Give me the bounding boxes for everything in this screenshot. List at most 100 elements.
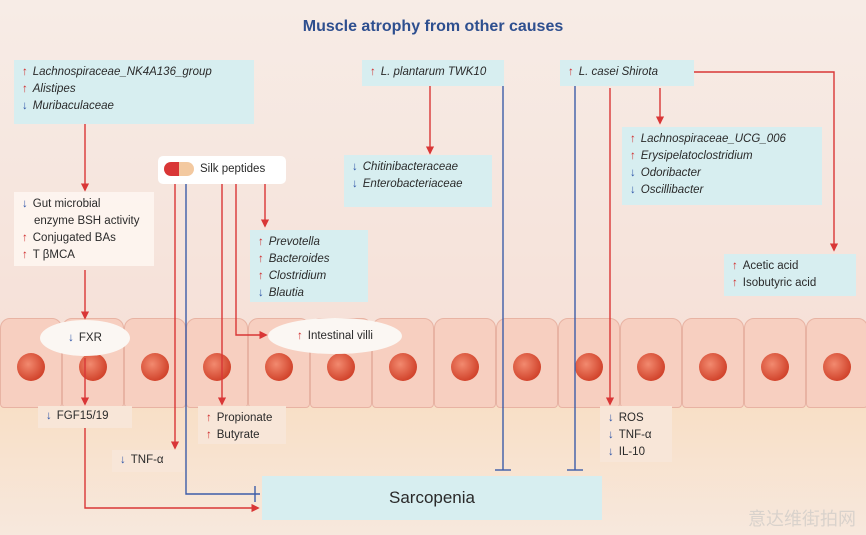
- down-arrow-icon: ↓: [258, 287, 264, 299]
- epithelial-cell: [682, 318, 744, 408]
- list-item: enzyme BSH activity: [22, 213, 146, 230]
- box-lachno2: ↑ Lachnospiraceae_UCG_006 ↑Erysipelatoclos…: [622, 127, 822, 205]
- silk-label: Silk peptides: [200, 163, 266, 175]
- cell-nucleus: [265, 353, 293, 381]
- list-item: ↓ Odoribacter: [630, 165, 814, 182]
- box-ros: ↓ROS↓TNF-α↓IL-10: [600, 406, 672, 462]
- item-label: Gut microbial: [32, 198, 101, 210]
- arrow-silk-villi: [235, 182, 268, 340]
- diagram-title: Muscle atrophy from other causes: [302, 18, 564, 35]
- oval-fxr: ↓FXR: [40, 320, 130, 356]
- down-arrow-icon: ↓: [352, 178, 358, 190]
- up-arrow-icon: ↑: [630, 133, 636, 145]
- item-label: enzyme BSH activity: [34, 215, 140, 227]
- cell-nucleus: [761, 353, 789, 381]
- down-arrow-icon: ↓: [630, 167, 636, 179]
- cell-nucleus: [513, 353, 541, 381]
- sarcopenia-box: Sarcopenia: [262, 476, 602, 520]
- epithelial-cell: [434, 318, 496, 408]
- list-item: ↑ Isobutyric acid: [732, 275, 848, 292]
- item-label: TNF-α: [618, 429, 652, 441]
- epithelial-cell: [620, 318, 682, 408]
- list-item: ↓ Gut microbial: [22, 196, 146, 213]
- item-label: Bacteroides: [268, 253, 330, 265]
- box-gut-taxa: ↑ Lachnospiraceae_NK4A136_group ↑ Alistipes…: [14, 60, 254, 124]
- down-arrow-icon: ↓: [22, 100, 28, 112]
- up-arrow-icon: ↑: [258, 236, 264, 248]
- box-prevotella: ↑Prevotella↑Bacteroides↑Clostridium↓Blau…: [250, 230, 368, 302]
- item-label: Enterobacteriaceae: [362, 178, 463, 190]
- cell-nucleus: [141, 353, 169, 381]
- fgf-label: FGF15/19: [56, 410, 109, 422]
- list-item: ↑ Lachnospiraceae_UCG_006: [630, 131, 814, 148]
- up-arrow-icon: ↑: [630, 150, 636, 162]
- box-fgf: ↓ FGF15/19: [38, 406, 132, 428]
- list-item: ↓ Oscillibacter: [630, 182, 814, 199]
- up-arrow-icon: ↑: [206, 429, 212, 441]
- box-scfa: ↑Propionate↑Butyrate: [198, 406, 286, 444]
- inhibit-silk-sarc: [185, 182, 260, 495]
- down-arrow-icon: ↓: [630, 184, 636, 196]
- up-arrow-icon: ↑: [206, 412, 212, 424]
- capsule-icon: [164, 162, 194, 176]
- list-item: ↑Conjugated BAs: [22, 230, 146, 247]
- up-arrow-icon: ↑: [732, 277, 738, 289]
- box-plantarum: ↑L. plantarum TWK10: [362, 60, 504, 86]
- up-arrow-icon: ↑: [732, 260, 738, 272]
- oval-villi: ↑Intestinal villi: [268, 318, 402, 354]
- watermark: 意达维街拍网: [748, 509, 856, 529]
- cell-nucleus: [575, 353, 603, 381]
- item-label: T βMCA: [32, 249, 75, 261]
- arrow-fgf-sarc: [84, 428, 260, 513]
- tnf-label: TNF-α: [130, 454, 164, 466]
- down-arrow-icon: ↓: [608, 446, 614, 458]
- up-arrow-icon: ↑: [568, 66, 574, 78]
- list-item: ↑ Alistipes: [22, 81, 246, 98]
- down-arrow-icon: ↓: [608, 412, 614, 424]
- item-label: Conjugated BAs: [32, 232, 116, 244]
- box-tnf: ↓ TNF-α: [112, 450, 184, 472]
- list-item: ↑ Clostridium: [258, 268, 360, 285]
- arrow-casei-acids: [694, 71, 839, 252]
- cell-nucleus: [637, 353, 665, 381]
- down-arrow-icon: ↓: [120, 454, 126, 466]
- box-silk: Silk peptides: [158, 156, 286, 184]
- list-item: ↑Propionate: [206, 410, 278, 427]
- cell-nucleus: [823, 353, 851, 381]
- list-item: ↓IL-10: [608, 444, 664, 461]
- item-label: Lachnospiraceae_NK4A136_group: [32, 66, 212, 78]
- casei-label: L. casei Shirota: [578, 66, 659, 78]
- list-item: ↑ T βMCA: [22, 247, 146, 264]
- item-label: Lachnospiraceae_UCG_006: [640, 133, 786, 145]
- item-label: Odoribacter: [640, 167, 701, 179]
- epithelial-cell: [744, 318, 806, 408]
- item-label: Acetic acid: [742, 260, 799, 272]
- up-arrow-icon: ↑: [22, 249, 28, 261]
- item-label: Isobutyric acid: [742, 277, 817, 289]
- list-item: ↓TNF-α: [608, 427, 664, 444]
- list-item: ↑Erysipelatoclostridium: [630, 148, 814, 165]
- item-label: Butyrate: [216, 429, 260, 441]
- box-casei: ↑ L. casei Shirota: [560, 60, 694, 86]
- list-item: ↑ Butyrate: [206, 427, 278, 444]
- down-arrow-icon: ↓: [46, 410, 52, 422]
- list-item: ↓Blautia: [258, 285, 360, 302]
- list-item: ↓ROS: [608, 410, 664, 427]
- up-arrow-icon: ↑: [258, 270, 264, 282]
- down-arrow-icon: ↓: [22, 198, 28, 210]
- item-label: Alistipes: [32, 83, 76, 95]
- item-label: Oscillibacter: [640, 184, 704, 196]
- item-label: Clostridium: [268, 270, 327, 282]
- plantarum-label: L. plantarum TWK10: [380, 66, 487, 78]
- cell-nucleus: [327, 353, 355, 381]
- list-item: ↓ Enterobacteriaceae: [352, 176, 484, 193]
- cell-nucleus: [17, 353, 45, 381]
- up-arrow-icon: ↑: [297, 330, 303, 342]
- epithelial-cell: [496, 318, 558, 408]
- box-acids: ↑ Acetic acid ↑ Isobutyric acid: [724, 254, 856, 296]
- down-arrow-icon: ↓: [352, 161, 358, 173]
- up-arrow-icon: ↑: [22, 83, 28, 95]
- down-arrow-icon: ↓: [68, 332, 74, 344]
